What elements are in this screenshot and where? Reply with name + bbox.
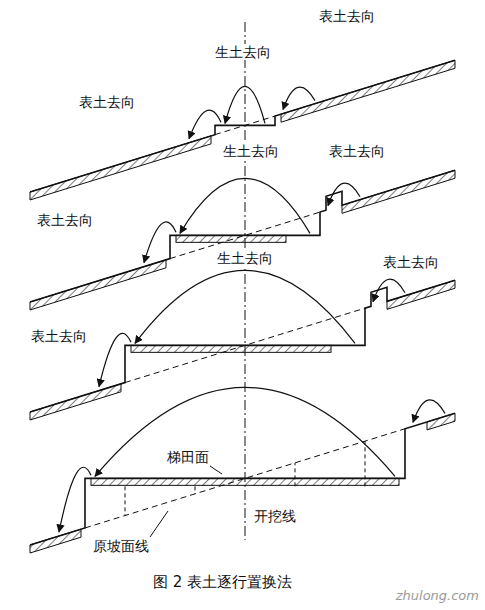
topsoil-arrow: [189, 110, 221, 139]
diagram-label: 生土去向: [216, 250, 274, 266]
topsoil-arrow: [373, 279, 405, 301]
bench-topsoil: [131, 345, 331, 352]
diagram-label: 表土去向: [382, 254, 440, 270]
leader-line: [150, 511, 168, 537]
diagram-label: 生土去向: [222, 143, 280, 159]
topsoil-band: [427, 413, 455, 430]
topsoil-band: [387, 280, 455, 309]
topsoil-arrow: [59, 467, 91, 532]
diagram-label: 表土去向: [328, 143, 386, 159]
topsoil-arrow: [144, 222, 176, 263]
ground-surface: [30, 280, 455, 412]
topsoil-band: [30, 384, 121, 420]
subsoil-arrow: [135, 270, 355, 343]
center-line: [245, 22, 246, 540]
fill-guide: [295, 463, 296, 487]
diagram-label: 开挖线: [253, 508, 297, 524]
topsoil-band: [30, 136, 211, 200]
diagram-label: 表土去向: [318, 8, 376, 24]
diagram-label: 表土去向: [30, 328, 88, 344]
diagram-label: 表土去向: [78, 94, 136, 110]
topsoil-band: [30, 529, 81, 553]
topsoil-band: [342, 170, 455, 213]
bench-topsoil: [176, 235, 286, 242]
original-slope-line: [215, 116, 275, 135]
topsoil-arrow: [283, 87, 315, 109]
topsoil-arrow: [328, 183, 360, 205]
subsoil-arrow: [95, 387, 395, 476]
topsoil-arrow: [413, 400, 445, 422]
topsoil-arrow: [99, 333, 131, 386]
topsoil-band: [281, 60, 455, 122]
diagram-label: 表土去向: [36, 212, 94, 228]
subsoil-arrow: [225, 86, 265, 123]
original-slope-line: [85, 429, 405, 528]
fill-guide: [365, 441, 366, 486]
diagram-label: 生土去向: [214, 44, 272, 60]
watermark: zhulong.com: [395, 588, 480, 604]
ground-surface: [30, 170, 455, 302]
figure-caption: 图 2 表土逐行置换法: [152, 574, 293, 590]
diagram-label: 原坡面线: [92, 538, 150, 554]
original-slope-line: [125, 308, 365, 382]
topsoil-band: [30, 260, 166, 310]
leader-line: [210, 466, 222, 474]
diagram-label: 梯田面: [166, 449, 210, 465]
subsoil-arrow: [180, 178, 310, 233]
ground-surface: [30, 60, 455, 192]
fill-guide: [125, 486, 126, 515]
bench-topsoil: [91, 478, 399, 485]
fill-guide: [195, 486, 196, 494]
ground-surface: [30, 413, 455, 545]
